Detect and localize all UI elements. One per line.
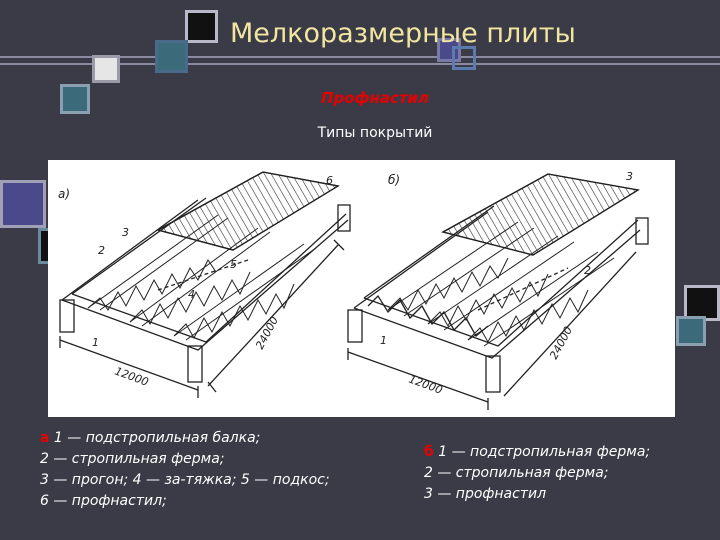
deco-square [0, 180, 46, 228]
deco-square [676, 316, 706, 346]
caption-a-line-4: 6 — профнастил; [40, 493, 167, 509]
caption-b-line-1: б 1 — подстропильная ферма; [424, 444, 651, 460]
caption-a-line-2: 2 — стропильная ферма; [40, 451, 225, 467]
panel-b-drawing [347, 173, 649, 410]
panel-b-label: б) [388, 173, 400, 187]
slide-title: Мелкоразмерные плиты [230, 18, 576, 49]
top-rule-1 [0, 56, 720, 58]
deco-square [155, 40, 188, 73]
caption-a-marker: а [40, 430, 50, 446]
panel-a-callout-4: 4 [188, 288, 195, 301]
caption-b-marker: б [424, 444, 434, 460]
panel-a-drawing [59, 171, 351, 398]
panel-a-label: а) [58, 187, 70, 201]
top-rule-2 [0, 63, 720, 65]
panel-b-dim-length: 24000 [547, 324, 575, 361]
panel-a-callout-2: 2 [98, 244, 105, 257]
panel-a-callout-6: 6 [326, 174, 333, 187]
panel-b-callout-3: 3 [626, 170, 633, 183]
panel-a-callout-1: 1 [92, 336, 99, 349]
panel-b-dim-span: 12000 [407, 373, 444, 397]
caption-b: б 1 — подстропильная ферма; 2 — стропиль… [424, 442, 650, 505]
panel-a-callout-3: 3 [122, 226, 129, 239]
caption-b-line-2: 2 — стропильная ферма; [424, 465, 609, 481]
slide-subtitle: Профнастил [320, 89, 430, 107]
caption-a-line-3: 3 — прогон; 4 — за-тяжка; 5 — подкос; [40, 472, 330, 488]
panel-a-dim-span: 12000 [113, 365, 150, 389]
deco-square [437, 38, 461, 62]
roof-structure-figure: а) 6 3 2 5 4 1 12000 24000 [48, 160, 675, 417]
panel-b-callout-1: 1 [380, 334, 387, 347]
caption-a: а 1 — подстропильная балка; 2 — стропиль… [40, 428, 330, 512]
section-heading: Типы покрытий [317, 125, 433, 141]
panel-a-callout-5: 5 [230, 258, 237, 271]
panel-b-callout-2: 2 [584, 264, 591, 277]
deco-square [452, 46, 476, 70]
deco-square [185, 10, 218, 43]
caption-b-line-3: 3 — профнастил [424, 486, 547, 502]
deco-square [60, 84, 90, 114]
roof-structure-drawing: а) 6 3 2 5 4 1 12000 24000 [58, 170, 649, 410]
caption-a-line-1: а 1 — подстропильная балка; [40, 430, 261, 446]
deco-square [92, 55, 120, 83]
